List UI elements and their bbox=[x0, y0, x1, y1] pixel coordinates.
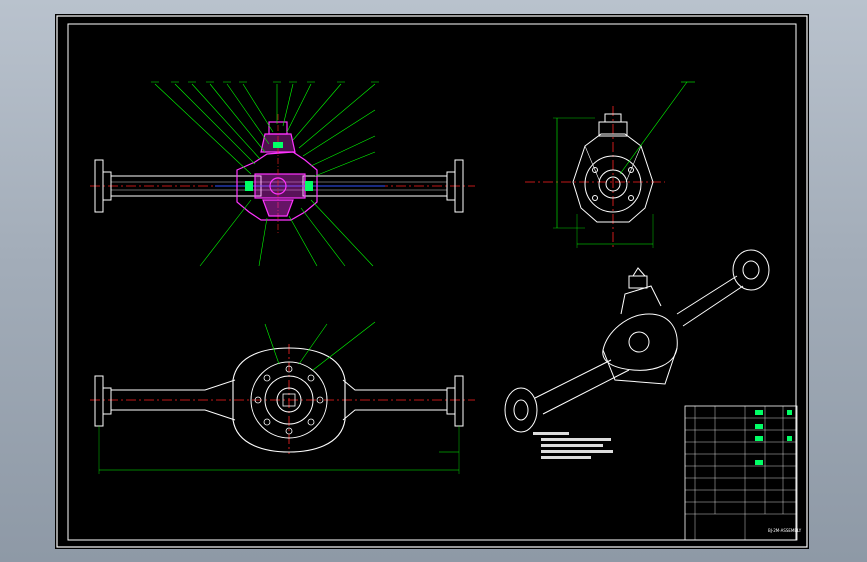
cad-viewport[interactable]: BJ-2M-ASSEMBLY bbox=[55, 14, 809, 549]
front-view-housing bbox=[232, 347, 346, 453]
iso-view bbox=[504, 249, 770, 433]
differential-section bbox=[236, 114, 318, 234]
outer-frame bbox=[56, 15, 808, 548]
front-view bbox=[90, 321, 475, 474]
part-leaders bbox=[151, 81, 379, 267]
technical-notes bbox=[533, 432, 613, 459]
cad-drawing: BJ-2M-ASSEMBLY bbox=[56, 15, 808, 548]
inner-frame bbox=[67, 23, 797, 541]
end-view-housing bbox=[572, 133, 654, 223]
title-block: BJ-2M-ASSEMBLY bbox=[684, 405, 802, 541]
end-view bbox=[525, 81, 695, 250]
drawing-number: BJ-2M-ASSEMBLY bbox=[768, 528, 802, 533]
section-view bbox=[90, 81, 475, 267]
